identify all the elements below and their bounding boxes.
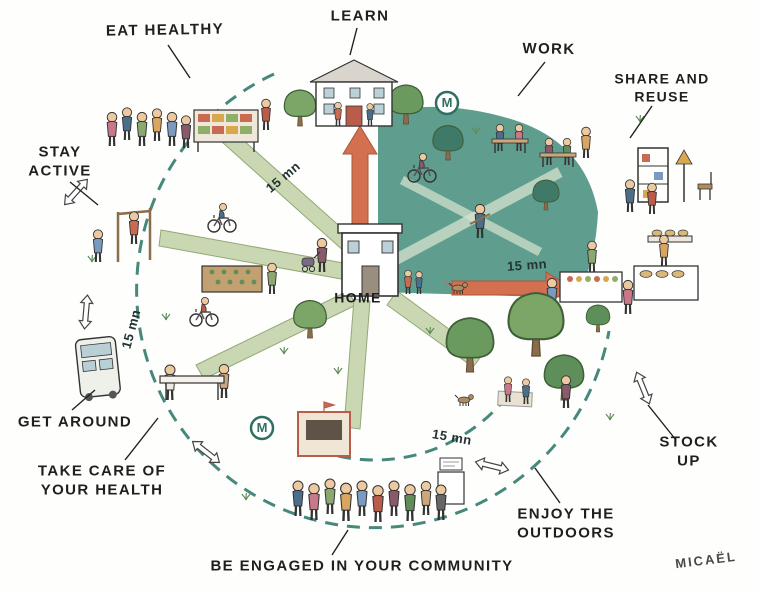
house-roof	[337, 223, 403, 234]
person-figure	[106, 111, 118, 148]
label-learn: LEARN	[330, 7, 390, 25]
lamp	[675, 149, 693, 165]
garden-bed	[201, 265, 263, 293]
tree-icon	[283, 89, 317, 127]
person-figure	[355, 479, 369, 518]
exam-table	[159, 375, 225, 384]
double-arrow-icon	[188, 436, 224, 468]
vendor-figure	[658, 234, 670, 267]
stand-sign	[439, 457, 463, 471]
arrow-up-icon	[342, 125, 378, 239]
district-figures	[407, 124, 560, 240]
stock-up-scene	[546, 229, 699, 316]
label-connectors	[69, 27, 677, 556]
label-work: WORK	[522, 40, 576, 59]
get-around-scene	[74, 335, 121, 402]
double-arrow-icon	[77, 293, 95, 331]
person-figure	[339, 481, 353, 523]
metro-icon	[434, 90, 460, 116]
person-figure	[560, 374, 572, 410]
learn-scene	[283, 59, 424, 127]
stroller	[301, 257, 315, 267]
gardener-figure	[266, 262, 278, 295]
time-label-right: 15 mn	[506, 256, 548, 274]
metro-letter: M	[441, 94, 453, 110]
tool	[469, 213, 491, 225]
person-figure	[387, 479, 401, 518]
eat-healthy-scene	[106, 98, 272, 152]
person-figure	[646, 182, 658, 215]
label-community: BE ENGAGED IN YOUR COMMUNITY	[210, 557, 514, 575]
person-figure	[128, 210, 140, 246]
metro-letter: M	[256, 419, 268, 435]
school-roof	[309, 59, 399, 83]
double-arrow-icon	[473, 455, 511, 477]
person-figure	[622, 279, 634, 316]
label-share-reuse: SHARE AND REUSE	[614, 70, 710, 105]
person-figure	[166, 111, 178, 148]
person-figure	[121, 106, 133, 142]
metro-icon	[249, 415, 275, 441]
cyclist-figure	[189, 296, 219, 327]
chair	[697, 183, 713, 190]
label-stock-up: STOCK UP	[659, 433, 719, 469]
vendor-figure	[260, 98, 272, 131]
person-figure	[371, 484, 385, 524]
label-stay-active: STAY ACTIVE	[28, 143, 92, 179]
person-figure	[136, 111, 148, 148]
person-figure	[624, 178, 636, 214]
flag	[323, 401, 337, 412]
person-figure	[434, 483, 448, 522]
person-figure	[403, 483, 417, 523]
person-figure	[323, 477, 337, 516]
home-scene	[293, 223, 468, 339]
person-figure	[307, 482, 321, 522]
road-down	[343, 298, 371, 430]
person-figure	[580, 126, 592, 159]
label-get-around: GET AROUND	[17, 413, 133, 431]
person-figure	[151, 107, 163, 143]
person-figure	[420, 480, 432, 517]
arrow-right-icon	[451, 271, 573, 305]
dog-figure	[454, 394, 474, 407]
school-door	[345, 105, 363, 127]
district-path-2	[399, 176, 543, 256]
double-arrow-icon	[630, 369, 656, 407]
teal-district	[378, 106, 598, 298]
health-scene	[159, 363, 230, 402]
community-scene	[291, 401, 465, 524]
tree-icon	[507, 291, 565, 358]
inner-dashed-ring	[316, 398, 507, 462]
bread-shelf	[647, 235, 693, 243]
outer-dashed-ring	[135, 72, 611, 530]
label-outdoors: ENJOY THE OUTDOORS	[517, 505, 615, 541]
outdoors-scene	[445, 291, 611, 410]
label-home: HOME	[334, 289, 382, 306]
share-reuse-scene	[624, 147, 713, 215]
label-take-care: TAKE CARE OF YOUR HEALTH	[37, 462, 167, 498]
stage-opening	[306, 420, 342, 440]
person-figure	[291, 479, 305, 518]
tree-icon	[585, 304, 611, 333]
tree-icon	[445, 317, 495, 373]
house-door	[361, 265, 380, 297]
cyclist-figure	[207, 202, 237, 233]
label-eat-healthy: EAT HEALTHY	[105, 20, 225, 40]
stay-active-scene	[92, 208, 278, 295]
